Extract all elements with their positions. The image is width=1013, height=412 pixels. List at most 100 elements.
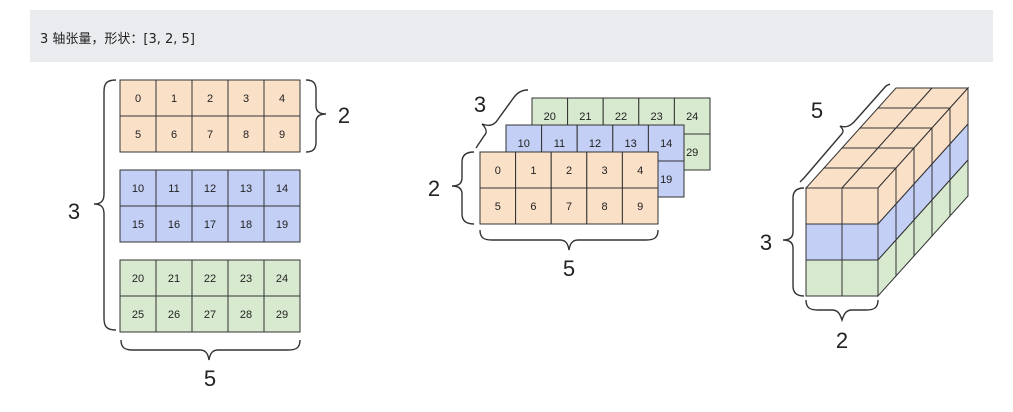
flat-cell-value-2-1-4: 29 (276, 309, 288, 321)
flat-cell-0-1-4 (263, 115, 301, 153)
flat-cell-value-2-0-3: 23 (240, 273, 252, 285)
label-stacked-cols: 5 (563, 256, 575, 281)
flat-cell-2-1-1 (155, 295, 193, 333)
caption-text: 3 轴张量，形状：[3, 2, 5] (40, 32, 195, 47)
label-flat-cols: 5 (204, 366, 216, 391)
label-cube-width: 2 (836, 328, 848, 353)
label-flat-layers: 3 (68, 199, 80, 224)
cube-front-2-0 (805, 259, 843, 297)
flat-cell-value-2-0-1: 21 (168, 273, 180, 285)
stacked-cell-value-1-0-3: 13 (624, 138, 636, 150)
flat-cell-1-0-3 (227, 169, 265, 207)
flat-cell-1-0-1 (155, 169, 193, 207)
label-flat-rows: 2 (338, 103, 350, 128)
flat-cell-value-1-0-3: 13 (240, 183, 252, 195)
brace-flat-cols (120, 339, 301, 361)
flat-cell-1-0-4 (263, 169, 301, 207)
flat-cell-value-1-0-4: 14 (276, 183, 288, 195)
stacked-cell-0-1-1 (515, 187, 552, 225)
stacked-cell-value-1-0-2: 12 (589, 138, 601, 150)
label-cube-depth: 5 (811, 98, 823, 123)
flat-cell-value-2-1-0: 25 (132, 309, 144, 321)
flat-cell-2-0-1 (155, 259, 193, 297)
brace-stacked-layers (475, 89, 529, 149)
flat-cell-0-1-2 (191, 115, 229, 153)
flat-cell-value-2-0-2: 22 (204, 273, 216, 285)
flat-cell-value-1-1-2: 17 (204, 219, 216, 231)
flat-cell-1-1-1 (155, 205, 193, 243)
stacked-cell-value-0-0-4: 4 (637, 165, 643, 177)
flat-cell-2-1-0 (119, 295, 157, 333)
flat-cell-2-0-2 (191, 259, 229, 297)
stacked-cell-value-0-1-1: 6 (530, 201, 536, 213)
flat-cell-1-1-3 (227, 205, 265, 243)
flat-cell-0-0-0 (119, 79, 157, 117)
flat-cell-value-0-1-2: 7 (207, 129, 213, 141)
stacked-cell-value-2-0-1: 21 (579, 111, 591, 123)
flat-cell-value-2-0-4: 24 (276, 273, 288, 285)
brace-flat-layers (93, 79, 117, 331)
stacked-cell-value-2-0-3: 23 (650, 111, 662, 123)
stacked-cell-value-1-0-0: 10 (518, 138, 530, 150)
stacked-cell-value-0-1-4: 9 (637, 201, 643, 213)
flat-cell-value-0-0-4: 4 (279, 93, 285, 105)
caption-bar: 3 轴张量，形状：[3, 2, 5] (30, 10, 993, 62)
stacked-cell-0-0-0 (479, 151, 517, 189)
brace-stacked-cols (479, 229, 659, 251)
stacked-cell-value-0-1-2: 7 (566, 201, 572, 213)
flat-cell-value-0-1-4: 9 (279, 129, 285, 141)
flat-cell-value-1-0-2: 12 (204, 183, 216, 195)
flat-cell-1-1-0 (119, 205, 157, 243)
stacked-cell-value-2-0-4: 24 (686, 111, 698, 123)
flat-cell-value-2-0-0: 20 (132, 273, 144, 285)
cube-front-1-1 (841, 223, 879, 261)
stacked-cell-0-0-1 (515, 151, 552, 189)
brace-cube-depth (799, 83, 891, 183)
cube-front-1-0 (805, 223, 843, 261)
flat-cell-value-1-1-4: 19 (276, 219, 288, 231)
stacked-cell-value-2-0-2: 22 (615, 111, 627, 123)
flat-cell-value-1-1-1: 16 (168, 219, 180, 231)
flat-cell-value-0-0-0: 0 (135, 93, 141, 105)
flat-cell-2-0-4 (263, 259, 301, 297)
figure-stacked-layers: 2021222324252627282910111213141516171819… (479, 97, 711, 225)
stacked-cell-value-0-1-3: 8 (602, 201, 608, 213)
figure-3d-block (804, 86, 970, 298)
flat-cell-0-1-0 (119, 115, 157, 153)
flat-cell-2-1-4 (263, 295, 301, 333)
brace-cube-width (805, 299, 879, 323)
flat-cell-value-2-1-1: 26 (168, 309, 180, 321)
flat-cell-value-1-1-3: 18 (240, 219, 252, 231)
stacked-cell-value-2-1-4: 29 (686, 147, 698, 159)
stacked-cell-value-1-0-1: 11 (554, 138, 565, 150)
flat-cell-value-0-1-0: 5 (135, 129, 141, 141)
cube-front-0-1 (841, 187, 879, 225)
label-stacked-rows: 2 (428, 176, 440, 201)
cube-side-2-4 (949, 158, 969, 218)
flat-cell-value-2-1-3: 28 (240, 309, 252, 321)
flat-cell-2-1-2 (191, 295, 229, 333)
stacked-cell-value-1-0-4: 14 (660, 138, 672, 150)
stacked-cell-value-0-0-0: 0 (495, 165, 501, 177)
label-cube-height: 3 (760, 230, 772, 255)
flat-cell-value-0-0-3: 3 (243, 93, 249, 105)
flat-cell-value-0-1-3: 8 (243, 129, 249, 141)
stacked-cell-0-1-4 (621, 187, 659, 225)
stacked-cell-value-0-0-3: 3 (602, 165, 608, 177)
flat-cell-0-1-1 (155, 115, 193, 153)
stacked-cell-value-0-0-1: 1 (530, 165, 536, 177)
flat-cell-1-1-2 (191, 205, 229, 243)
flat-cell-value-0-1-1: 6 (171, 129, 177, 141)
flat-cell-value-0-0-2: 2 (207, 93, 213, 105)
flat-cell-value-1-0-0: 10 (132, 183, 144, 195)
brace-flat-rows (305, 79, 327, 153)
flat-cell-1-1-4 (263, 205, 301, 243)
cube-front-2-1 (841, 259, 879, 297)
flat-cell-value-0-0-1: 1 (171, 93, 177, 105)
flat-cell-value-1-0-1: 11 (168, 183, 179, 195)
stacked-cell-value-0-0-2: 2 (566, 165, 572, 177)
brace-stacked-rows (451, 151, 475, 225)
label-stacked-layers: 3 (474, 92, 486, 117)
